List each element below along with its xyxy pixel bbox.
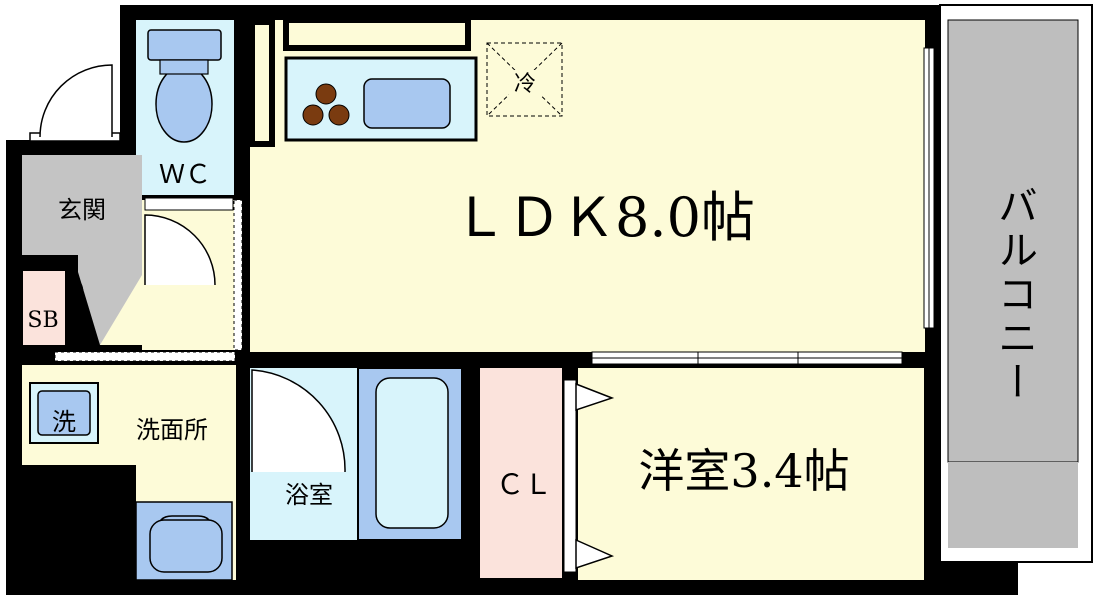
bathroom-label: 浴室 [285,481,333,509]
shoe-box-label: SB [27,308,58,333]
balcony-label: バルコニー [991,185,1037,405]
fridge-label: 冷 [514,72,536,97]
wc-room [136,20,234,195]
washer-label: 洗 [52,408,76,436]
bathroom [250,367,463,541]
washroom [22,351,236,581]
ldk-room [249,17,925,352]
entrance-label: 玄関 [58,196,106,224]
closet-label: ＣＬ [496,468,552,501]
ldk-label: ＬＤＫ8.0帖 [453,186,755,249]
balcony-label-text: バルコニー [991,185,1037,405]
stove [302,83,350,126]
western-room-label: 洋室3.4帖 [638,444,849,498]
hallway [100,197,243,351]
washroom-label: 洗面所 [136,416,208,444]
entrance [22,64,142,345]
wc-label: ＷＣ [159,160,211,190]
western-room [563,351,924,580]
ldk-window [923,47,935,329]
fridge-space [486,42,563,117]
shoe-box [21,269,84,347]
balcony [939,4,1093,563]
closet [480,368,562,578]
